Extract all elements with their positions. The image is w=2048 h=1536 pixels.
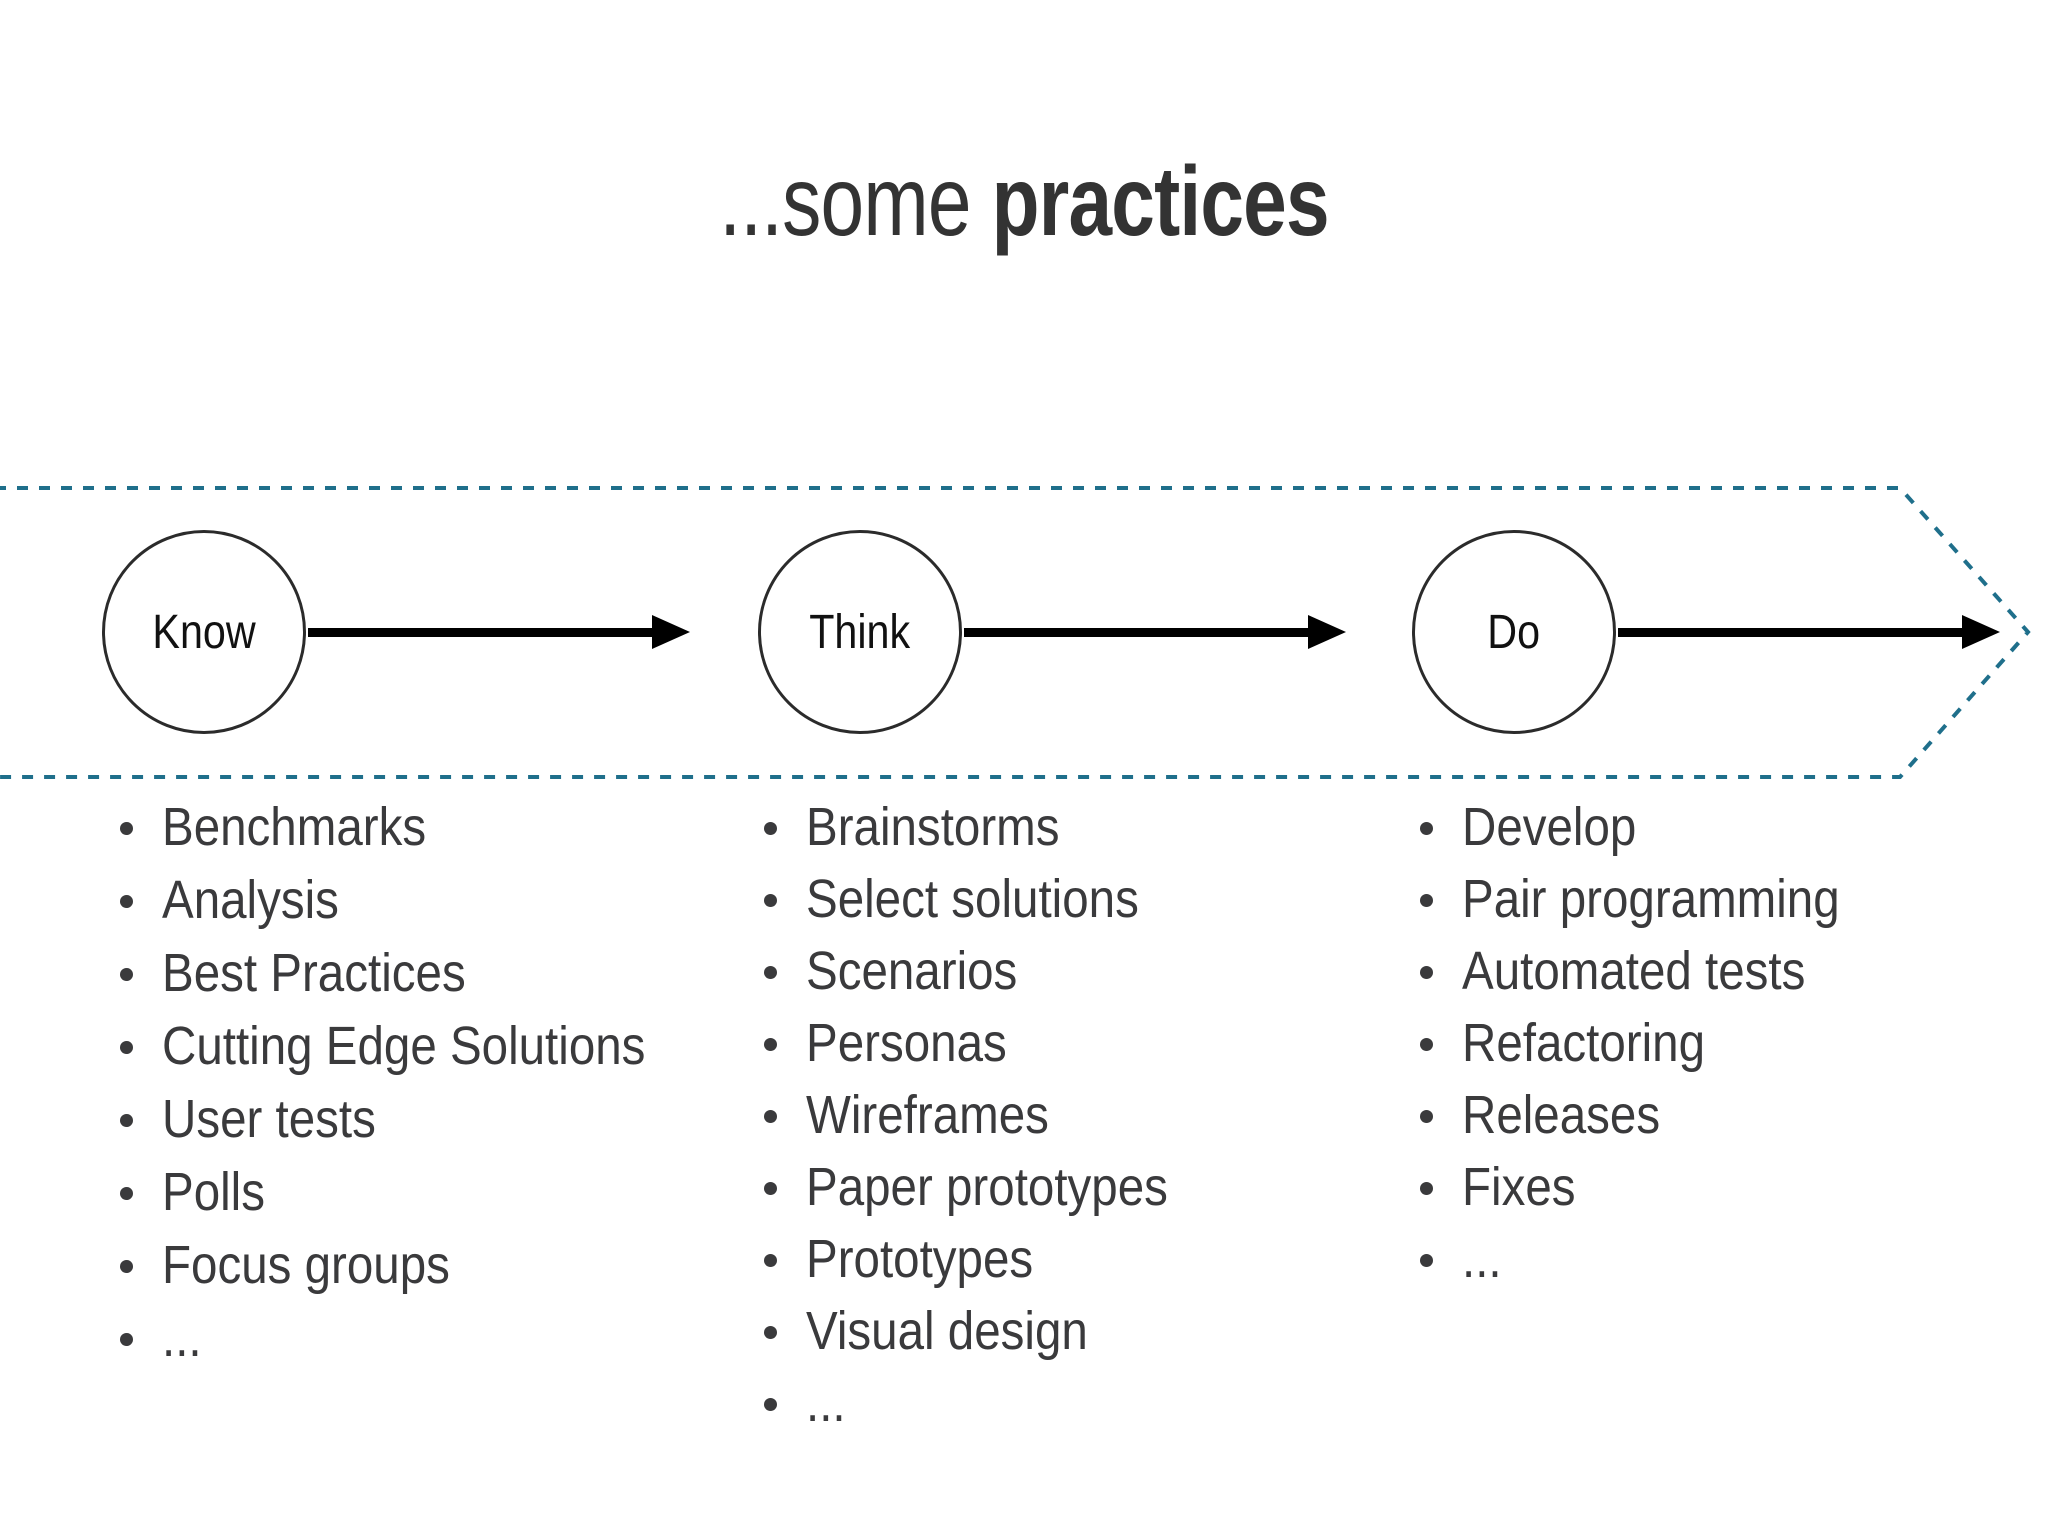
practice-item-label: Select solutions xyxy=(806,869,1139,929)
arrow-head xyxy=(652,615,690,649)
practice-item: Develop xyxy=(1418,800,2038,854)
page-title-bold: practices xyxy=(991,146,1330,256)
practice-item: ... xyxy=(1418,1232,2038,1286)
bullet-dot-icon xyxy=(1420,1038,1433,1051)
practice-item-label: Prototypes xyxy=(806,1229,1034,1289)
stage-circle-do[interactable]: Do xyxy=(1412,530,1616,734)
bullet-dot-icon xyxy=(120,1187,133,1200)
bullet-dot-icon xyxy=(1420,1182,1433,1195)
bullet-dot-icon xyxy=(764,1398,777,1411)
practice-item: User tests xyxy=(118,1092,738,1146)
practice-item-label: User tests xyxy=(162,1089,376,1149)
bullet-dot-icon xyxy=(764,1254,777,1267)
practice-item-label: Best Practices xyxy=(162,943,466,1003)
bullet-dot-icon xyxy=(1420,966,1433,979)
bullet-dot-icon xyxy=(120,895,133,908)
practice-item: Best Practices xyxy=(118,946,738,1000)
arrow-shaft xyxy=(964,628,1312,637)
practice-item-label: Personas xyxy=(806,1013,1007,1073)
practice-item: Polls xyxy=(118,1165,738,1219)
bullet-dot-icon xyxy=(1420,1254,1433,1267)
practice-item: Paper prototypes xyxy=(762,1160,1382,1214)
bullet-dot-icon xyxy=(1420,1110,1433,1123)
page-title-light: ...some xyxy=(719,146,992,256)
practice-item-label: Fixes xyxy=(1462,1157,1576,1217)
practice-item: Focus groups xyxy=(118,1238,738,1292)
bullet-dot-icon xyxy=(120,1041,133,1054)
practice-item-label: Analysis xyxy=(162,870,339,930)
practice-item-label: Pair programming xyxy=(1462,869,1840,929)
arrow-head xyxy=(1308,615,1346,649)
bullet-dot-icon xyxy=(764,822,777,835)
page-title: ...some practices xyxy=(205,150,1843,253)
practice-item-label: Brainstorms xyxy=(806,797,1060,857)
practice-item: Analysis xyxy=(118,873,738,927)
arrow-think-to-do-icon xyxy=(964,615,1346,649)
stage-circle-think[interactable]: Think xyxy=(758,530,962,734)
practice-item-label: Wireframes xyxy=(806,1085,1049,1145)
practice-item: Brainstorms xyxy=(762,800,1382,854)
practice-item: Benchmarks xyxy=(118,800,738,854)
practice-item-label: Focus groups xyxy=(162,1235,450,1295)
practice-item-label: Automated tests xyxy=(1462,941,1806,1001)
stage-circle-know[interactable]: Know xyxy=(102,530,306,734)
practice-item: Pair programming xyxy=(1418,872,2038,926)
practice-item: Prototypes xyxy=(762,1232,1382,1286)
arrow-head xyxy=(1962,615,2000,649)
bullet-dot-icon xyxy=(764,966,777,979)
practice-item: Automated tests xyxy=(1418,944,2038,998)
practice-item-label: ... xyxy=(806,1373,846,1433)
practice-item: Visual design xyxy=(762,1304,1382,1358)
practice-item-label: Releases xyxy=(1462,1085,1661,1145)
arrow-do-to-end-icon xyxy=(1618,615,2000,649)
practice-item: Fixes xyxy=(1418,1160,2038,1214)
practice-item: ... xyxy=(762,1376,1382,1430)
bullet-dot-icon xyxy=(764,1182,777,1195)
bullet-dot-icon xyxy=(764,894,777,907)
arrow-shaft xyxy=(308,628,656,637)
practice-item: Personas xyxy=(762,1016,1382,1070)
bullet-dot-icon xyxy=(1420,894,1433,907)
bullet-dot-icon xyxy=(120,822,133,835)
practice-item-label: ... xyxy=(1462,1229,1502,1289)
bullet-dot-icon xyxy=(764,1038,777,1051)
practice-item-label: Paper prototypes xyxy=(806,1157,1168,1217)
arrow-shaft xyxy=(1618,628,1966,637)
practice-item: ... xyxy=(118,1311,738,1365)
bullet-dot-icon xyxy=(120,968,133,981)
practice-item-label: ... xyxy=(162,1308,202,1368)
stage-label-know: Know xyxy=(152,605,256,659)
practice-item: Wireframes xyxy=(762,1088,1382,1142)
practice-item-label: Develop xyxy=(1462,797,1637,857)
stage-label-do: Do xyxy=(1487,605,1541,659)
practice-item-label: Refactoring xyxy=(1462,1013,1706,1073)
bullet-dot-icon xyxy=(764,1326,777,1339)
practice-item: Releases xyxy=(1418,1088,2038,1142)
practice-item-label: Visual design xyxy=(806,1301,1088,1361)
bullet-dot-icon xyxy=(1420,822,1433,835)
practice-item-label: Cutting Edge Solutions xyxy=(162,1016,646,1076)
practice-item-label: Polls xyxy=(162,1162,266,1222)
flow-diagram: Know Think Do xyxy=(0,480,2048,785)
bullet-dot-icon xyxy=(764,1110,777,1123)
practice-item: Cutting Edge Solutions xyxy=(118,1019,738,1073)
bullet-dot-icon xyxy=(120,1114,133,1127)
practice-item: Refactoring xyxy=(1418,1016,2038,1070)
bullet-dot-icon xyxy=(120,1333,133,1346)
practice-item-label: Scenarios xyxy=(806,941,1018,1001)
practice-item: Scenarios xyxy=(762,944,1382,998)
bullet-dot-icon xyxy=(120,1260,133,1273)
stage-label-think: Think xyxy=(809,605,911,659)
arrow-know-to-think-icon xyxy=(308,615,690,649)
practice-item: Select solutions xyxy=(762,872,1382,926)
practice-item-label: Benchmarks xyxy=(162,797,427,857)
